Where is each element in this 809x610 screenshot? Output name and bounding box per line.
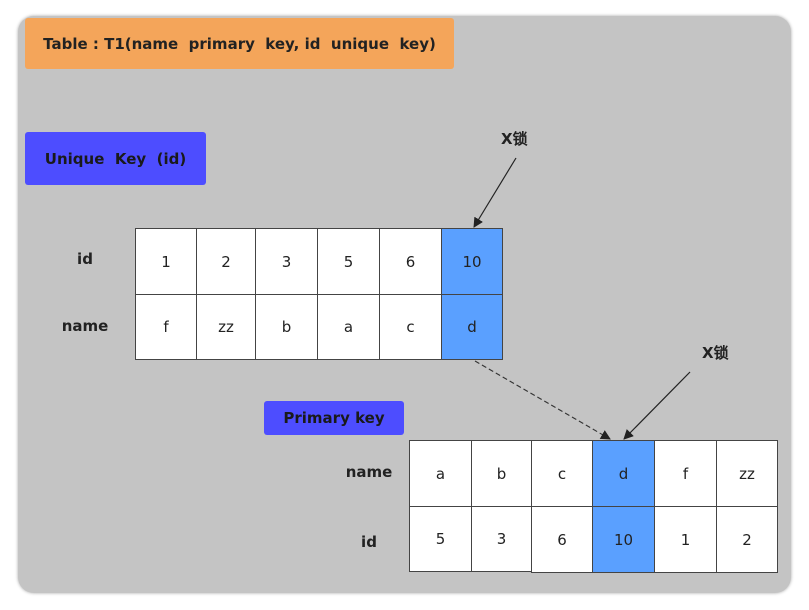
pk-id-cell: 6 — [531, 506, 593, 573]
uk-id-cell: 5 — [317, 228, 380, 295]
x-lock-label-unique: X锁 — [501, 130, 528, 148]
pk-row-label-id: id — [361, 533, 377, 551]
pk-name-cell: a — [409, 440, 472, 507]
pk-name-cell-locked: d — [592, 440, 655, 507]
primary-key-label: Primary key — [283, 409, 385, 427]
pk-id-cell: 1 — [654, 506, 717, 573]
unique-key-banner: Unique Key (id) — [25, 132, 206, 185]
uk-row-label-id: id — [77, 250, 93, 268]
pk-id-cell: 2 — [716, 506, 778, 573]
x-lock-label-primary: X锁 — [702, 344, 729, 362]
uk-name-cell: a — [317, 294, 380, 360]
pk-id-cell: 5 — [409, 506, 472, 572]
pk-row-label-name: name — [345, 463, 393, 481]
pk-id-cell-locked: 10 — [592, 506, 655, 573]
uk-name-cell: c — [379, 294, 442, 360]
uk-row-label-name: name — [61, 317, 109, 335]
pk-id-cell: 3 — [471, 506, 532, 572]
pk-name-cell: f — [654, 440, 717, 507]
uk-name-cell: f — [135, 294, 197, 360]
uk-name-cell: zz — [196, 294, 256, 360]
table-title-banner: Table : T1(name primary key, id unique k… — [25, 18, 454, 69]
lock-arrow-primary — [623, 371, 691, 440]
primary-key-banner: Primary key — [264, 401, 404, 435]
uk-name-cell-locked: d — [441, 294, 503, 360]
uk-id-cell: 2 — [196, 228, 256, 295]
index-lookup-dashed-arrow — [474, 360, 611, 440]
uk-name-cell: b — [255, 294, 318, 360]
table-title: Table : T1(name primary key, id unique k… — [43, 34, 436, 53]
lock-arrow-unique — [473, 157, 517, 228]
unique-key-label: Unique Key (id) — [44, 149, 187, 168]
